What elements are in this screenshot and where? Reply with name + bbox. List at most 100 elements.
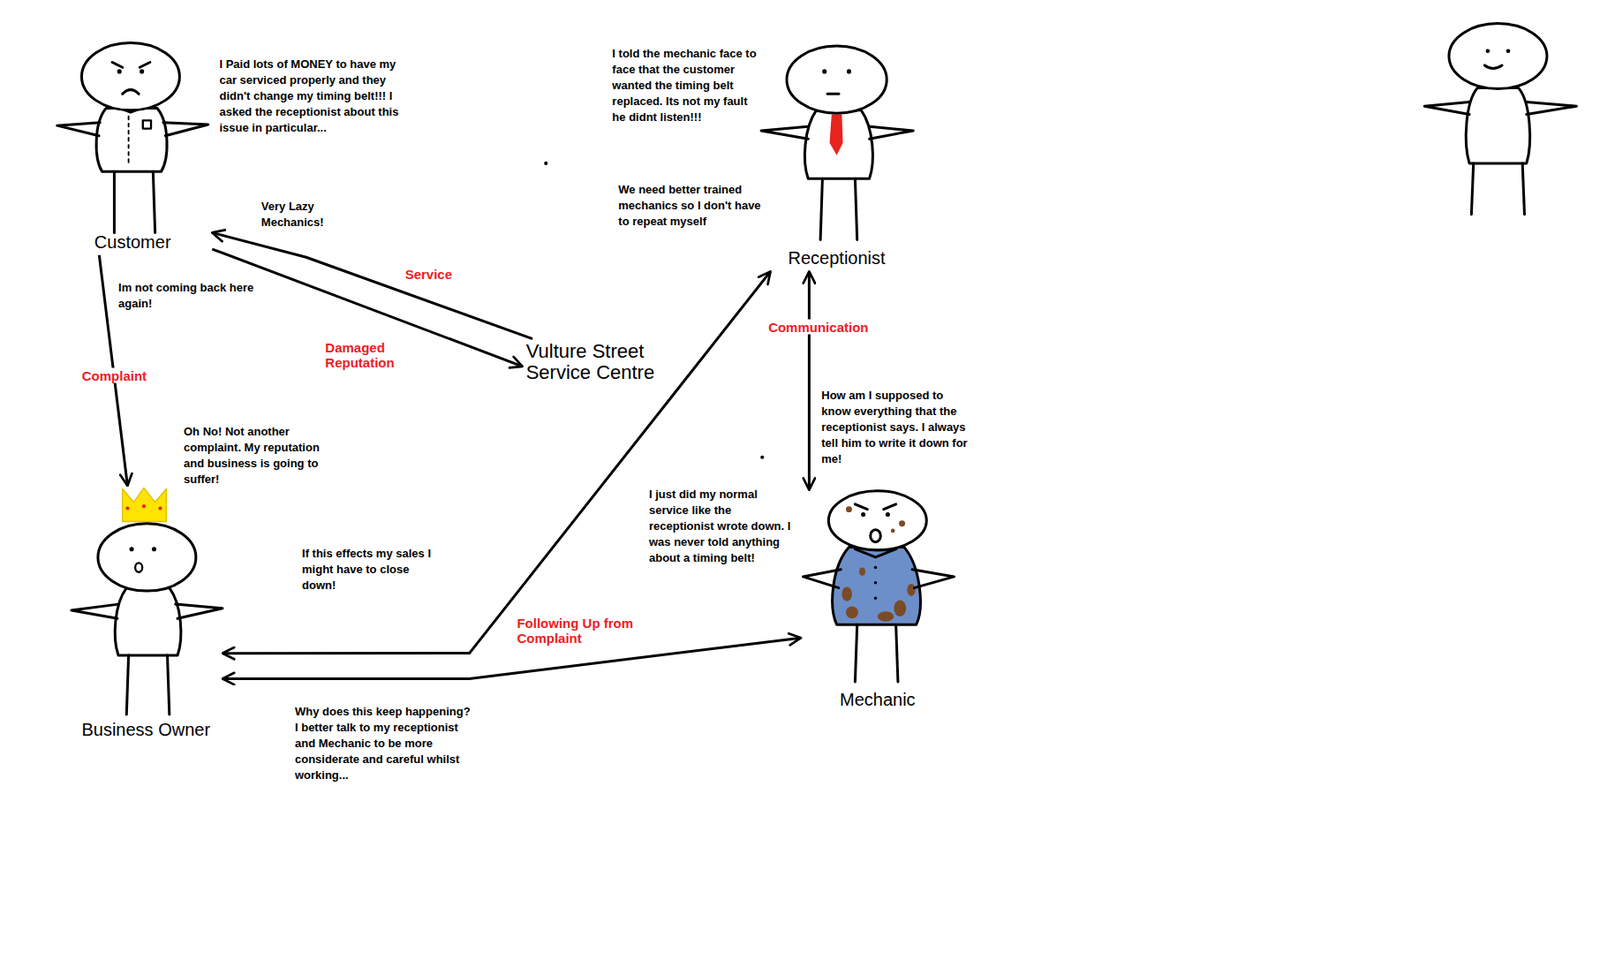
speech-text: Why does this keep happening? I better t… — [294, 703, 471, 784]
eye — [860, 512, 866, 517]
button-line — [128, 116, 130, 164]
service-arrow — [211, 232, 533, 339]
smiling-figure — [1424, 23, 1577, 215]
eye — [1486, 48, 1491, 53]
stain — [841, 586, 853, 601]
node-name: Vulture Street Service Centre — [526, 340, 687, 384]
eye — [129, 546, 135, 551]
jewel — [158, 505, 162, 510]
torso — [96, 107, 167, 172]
dirt — [898, 520, 906, 527]
owner-figure: Business Owner — [69, 485, 223, 743]
arm — [175, 603, 223, 619]
eye — [822, 68, 827, 74]
mechanic-figure: Mechanic — [800, 490, 954, 713]
mouth — [827, 92, 839, 96]
stain — [893, 599, 906, 616]
stain — [845, 605, 859, 619]
jewel — [125, 505, 129, 510]
stray-dot — [543, 161, 548, 166]
mouth — [135, 562, 143, 572]
edge-label: Complaint — [80, 368, 149, 384]
arm — [802, 569, 841, 589]
brows — [854, 504, 896, 510]
pocket — [143, 120, 151, 129]
arm — [1526, 102, 1578, 115]
owner-art — [71, 487, 223, 715]
mechanic-art — [802, 490, 954, 682]
mouth — [870, 529, 882, 543]
customer-figure: Customer — [52, 38, 212, 256]
legs — [1471, 163, 1525, 215]
torso — [114, 588, 182, 656]
edge-label: Communication — [766, 318, 870, 334]
head — [81, 43, 180, 111]
eye — [1506, 48, 1511, 53]
mouth — [122, 90, 139, 95]
arm — [761, 126, 808, 139]
arm — [1424, 102, 1470, 115]
customer-art — [57, 43, 209, 234]
node-name: Receptionist — [788, 248, 886, 268]
arm — [912, 569, 954, 589]
receptionist-art — [761, 45, 914, 241]
dirt — [845, 505, 853, 513]
follow-up-arrow — [222, 637, 801, 679]
stain — [859, 567, 866, 576]
eye — [139, 68, 144, 74]
speech-text: Im not coming back here again! — [118, 279, 264, 312]
figures — [57, 23, 1578, 715]
button — [874, 596, 877, 599]
speech-text: We need better trained mechanics so I do… — [618, 181, 763, 230]
button — [874, 566, 877, 569]
node-name: Mechanic — [839, 689, 916, 710]
communication-arrow — [807, 271, 811, 490]
torso — [1465, 87, 1530, 164]
eye — [151, 546, 157, 551]
arm — [163, 122, 209, 136]
head — [98, 523, 197, 591]
dirt — [890, 528, 896, 534]
eye — [117, 68, 122, 74]
arm — [71, 603, 119, 619]
edge-label: Damaged Reputation — [323, 339, 416, 370]
smile — [1484, 65, 1502, 68]
receptionist-figure: Receptionist — [760, 43, 914, 272]
speech-text: Oh No! Not another complaint. My reputat… — [183, 423, 329, 488]
speech-text: Very Lazy Mechanics! — [261, 198, 359, 231]
legs — [820, 178, 858, 240]
speech-text: If this effects my sales I might have to… — [301, 545, 438, 594]
edge-label: Service — [403, 265, 454, 281]
speech-text: I just did my normal service like the re… — [649, 486, 796, 567]
arm — [57, 122, 101, 136]
torso — [804, 110, 873, 179]
head — [786, 45, 887, 114]
node-name: Customer — [94, 232, 172, 252]
edge-label: Following Up from Complaint — [514, 615, 665, 646]
tie — [830, 113, 844, 155]
jewel — [142, 504, 146, 508]
speech-text: How am I supposed to know everything tha… — [821, 387, 972, 468]
stray-dot — [760, 455, 764, 460]
speech-text: I told the mechanic face to face that th… — [611, 45, 763, 126]
stain — [877, 611, 894, 622]
eye — [846, 68, 852, 74]
arm — [869, 126, 914, 139]
head — [828, 490, 927, 551]
node-name: Business Owner — [81, 719, 211, 740]
legs — [113, 171, 155, 233]
legs — [854, 624, 899, 682]
button — [874, 581, 877, 584]
brows — [112, 61, 151, 68]
service-centre: Vulture Street Service Centre — [522, 339, 691, 385]
eye — [885, 512, 891, 517]
crown — [122, 487, 167, 521]
legs — [126, 655, 170, 715]
stain — [906, 583, 915, 597]
head — [1449, 23, 1548, 90]
overalls — [832, 546, 921, 625]
